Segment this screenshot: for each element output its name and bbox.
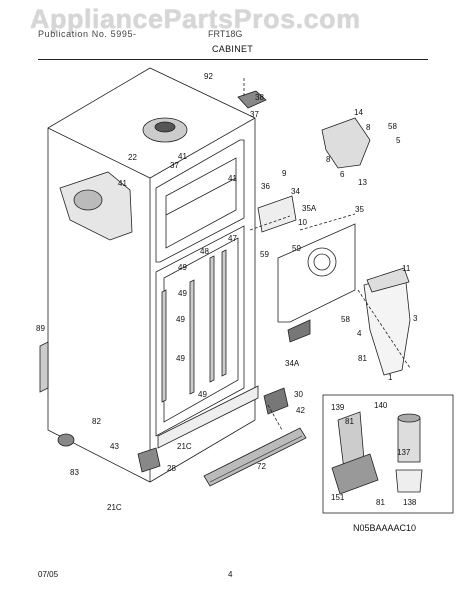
fresh-food-liner — [155, 225, 245, 437]
part-callout: 41 — [178, 152, 187, 161]
part-callout: 22 — [128, 153, 137, 162]
freezer-liner — [155, 139, 245, 263]
part-callout: 59 — [260, 250, 269, 259]
part-callout: 138 — [403, 498, 417, 507]
part-callout: 21C — [107, 503, 122, 512]
filter-cap — [395, 469, 423, 493]
kickplate — [157, 385, 259, 449]
leveling-leg — [57, 433, 75, 447]
part-callout: 49 — [176, 315, 185, 324]
part-callout: 14 — [354, 108, 363, 117]
part-callout: 140 — [374, 401, 388, 410]
publication-number: Publication No. 5995- — [38, 29, 137, 39]
filter-cup — [331, 453, 379, 495]
part-callout: 41 — [228, 174, 237, 183]
part-callout: 49 — [178, 263, 187, 272]
part-callout: 38 — [255, 93, 264, 102]
part-callout: 58 — [388, 122, 397, 131]
part-callout: 11 — [402, 264, 411, 273]
part-callout: 21C — [177, 442, 192, 451]
drawing-reference-code: N05BAAAAC10 — [353, 523, 417, 533]
part-callout: 137 — [397, 448, 411, 457]
part-callout: 9 — [282, 169, 287, 178]
shelf-rail — [209, 255, 215, 383]
page-number: 4 — [228, 570, 233, 579]
watermark: AppliancePartsPros.com — [30, 4, 361, 34]
part-callout: 13 — [358, 178, 367, 187]
part-callout: 36 — [261, 182, 270, 191]
evaporator-fan-cover — [277, 223, 356, 323]
part-callout: 37 — [250, 110, 259, 119]
part-callout: 5 — [396, 136, 401, 145]
part-callout: 35 — [355, 205, 364, 214]
hinge-bracket — [263, 387, 289, 415]
dispenser-top — [366, 267, 410, 293]
part-callout: 89 — [36, 324, 45, 333]
model-number: FRT18G — [208, 29, 243, 39]
section-title: CABINET — [212, 44, 254, 54]
part-callout: 81 — [345, 417, 354, 426]
part-callout: 81 — [376, 498, 385, 507]
footer-date: 07/05 — [38, 570, 59, 579]
part-callout: 28 — [167, 464, 176, 473]
part-callout: 48 — [200, 247, 209, 256]
top-hinge — [237, 90, 267, 109]
part-callout: 72 — [257, 462, 266, 471]
part-callout: 59 — [292, 244, 301, 253]
toe-grille — [203, 427, 307, 487]
part-callout: 8 — [326, 155, 331, 164]
part-callout: 92 — [204, 72, 213, 81]
part-callout: 151 — [331, 493, 345, 502]
part-callout: 139 — [331, 403, 345, 412]
part-callout: 10 — [298, 218, 307, 227]
part-callout: 42 — [296, 406, 305, 415]
part-callout: 49 — [178, 289, 187, 298]
part-callout: 1 — [388, 373, 393, 382]
part-callout: 49 — [176, 354, 185, 363]
part-callout: 37 — [170, 161, 179, 170]
part-callout: 35A — [302, 204, 317, 213]
damper-assembly — [321, 117, 371, 169]
part-callout: 6 — [340, 170, 345, 179]
part-callout: 8 — [366, 123, 371, 132]
part-callout: 58 — [341, 315, 350, 324]
cabinet-shell — [47, 67, 256, 483]
part-callout: 34 — [291, 187, 300, 196]
bottom-hinge — [137, 447, 161, 473]
part-callout: 81 — [358, 354, 367, 363]
part-callout: 83 — [70, 468, 79, 477]
part-callout: 47 — [228, 234, 237, 243]
part-callout: 34A — [285, 359, 300, 368]
bracket-assembly — [257, 195, 297, 233]
part-callout: 30 — [294, 390, 303, 399]
part-callout: 43 — [110, 442, 119, 451]
part-callout: 82 — [92, 417, 101, 426]
side-bracket — [39, 341, 49, 393]
part-callout: 3 — [413, 314, 418, 323]
part-callout: 49 — [198, 390, 207, 399]
part-callout: 4 — [357, 329, 362, 338]
part-callout: 41 — [118, 179, 127, 188]
header-rule — [38, 59, 428, 60]
